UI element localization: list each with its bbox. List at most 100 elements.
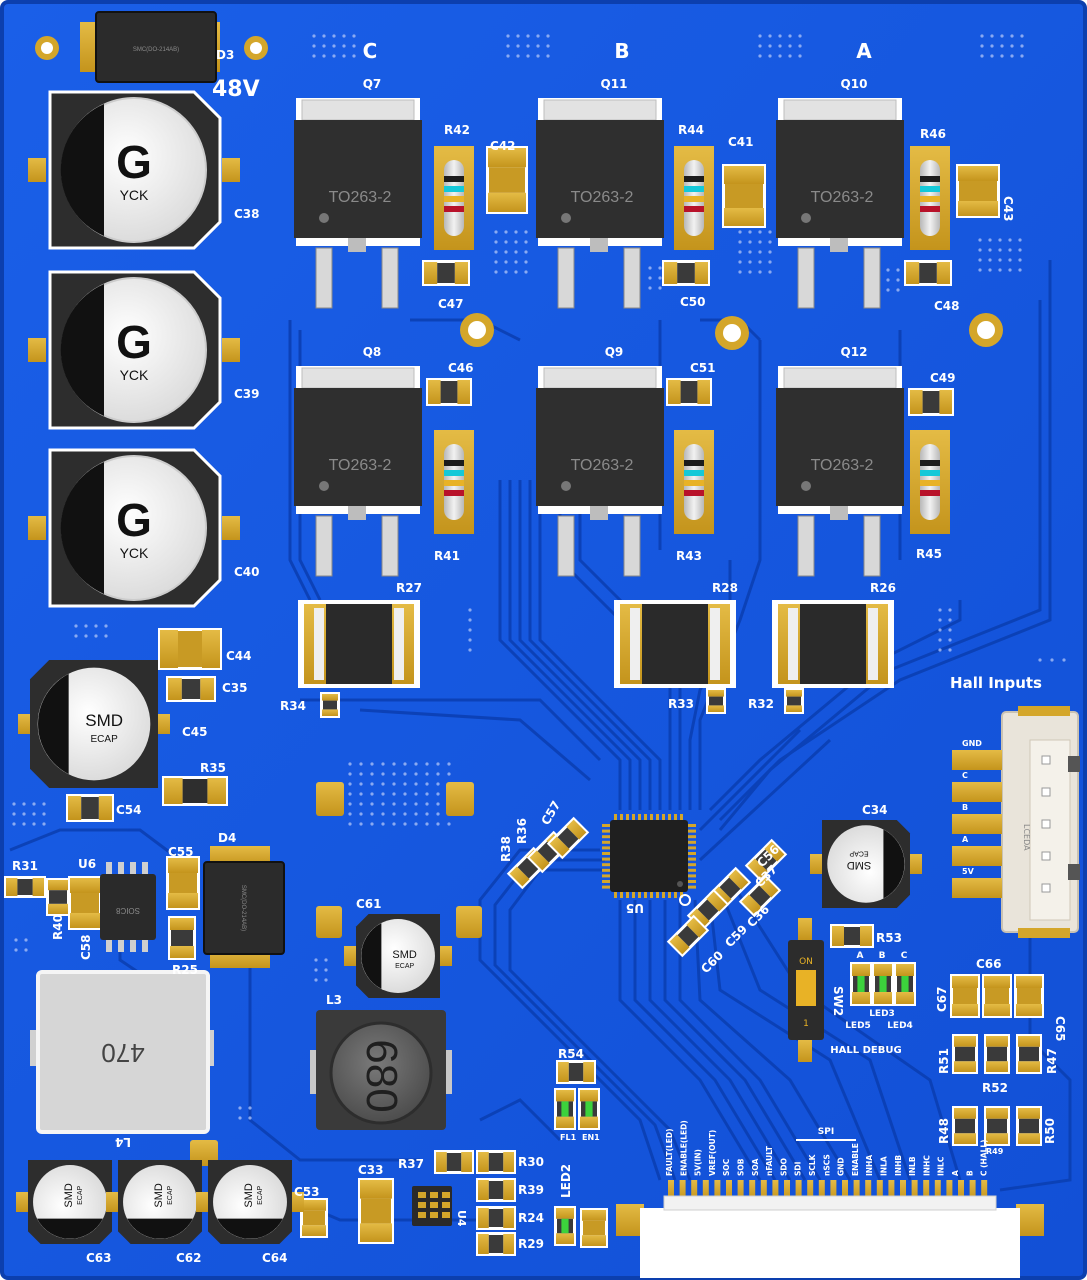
fpc-pin-label: SDI bbox=[794, 1161, 803, 1176]
fpc-connector[interactable]: SPI FAULT(LED)ENABLE(LED)5V(IN)VREF(OUT)… bbox=[616, 1120, 1044, 1278]
smd-component bbox=[580, 1208, 608, 1248]
smd-component bbox=[476, 1150, 516, 1174]
ref-r41: R41 bbox=[434, 549, 460, 563]
smd-component bbox=[1016, 1034, 1042, 1074]
smd-component bbox=[666, 378, 712, 406]
ref-r49: R49 bbox=[986, 1147, 1004, 1156]
fpc-pin-label: GND bbox=[837, 1157, 846, 1176]
smd-component bbox=[68, 876, 102, 930]
smd-component bbox=[476, 1232, 516, 1256]
ref-r45: R45 bbox=[916, 547, 942, 561]
switch-ref: SW2 bbox=[831, 986, 845, 1016]
smd-component bbox=[706, 688, 726, 714]
ref-r54: R54 bbox=[558, 1047, 584, 1061]
big-capacitor-ref: C38 bbox=[234, 207, 260, 221]
shunt-resistor-r27: R27 bbox=[298, 581, 422, 688]
hall-pin-label: 5V bbox=[962, 867, 975, 876]
inductor-l4: 470 L4 bbox=[30, 970, 214, 1149]
big-capacitor-maker: YCK bbox=[120, 367, 149, 383]
smd-component bbox=[166, 676, 216, 702]
fpc-pin-label: C (HALL) bbox=[980, 1139, 989, 1176]
ref-c51: C51 bbox=[690, 361, 716, 375]
switch-sw2[interactable]: ON 1 SW2 bbox=[788, 918, 845, 1062]
smd-component bbox=[422, 260, 470, 286]
smd-component bbox=[4, 876, 46, 898]
ecap-line1: SMD bbox=[392, 949, 417, 961]
mosfet-q8: TO263-2Q8 bbox=[294, 345, 422, 577]
smd-component bbox=[722, 164, 766, 228]
ref-r53: R53 bbox=[876, 931, 902, 945]
fpc-pin-label: SCLK bbox=[808, 1153, 817, 1176]
ref-c54: C54 bbox=[116, 803, 142, 817]
axial-resistor bbox=[434, 430, 474, 534]
phase-label-c: C bbox=[363, 39, 378, 63]
smd-component bbox=[166, 856, 200, 910]
smd-component bbox=[950, 974, 980, 1018]
switch-on-label: ON bbox=[799, 957, 813, 967]
fpc-spi-label: SPI bbox=[818, 1127, 834, 1137]
smd-component bbox=[168, 916, 196, 960]
mosfet-package: TO263-2 bbox=[571, 457, 634, 474]
smd-component bbox=[162, 776, 228, 806]
shunt-resistor-r28: R28 bbox=[614, 581, 738, 688]
fpc-pin-label: nSCS bbox=[822, 1154, 831, 1176]
smd-component bbox=[46, 878, 70, 916]
big-capacitor-ref: C40 bbox=[234, 565, 260, 579]
ic-u4: U4 bbox=[412, 1186, 468, 1227]
ref-c49: C49 bbox=[930, 371, 956, 385]
axial-resistor bbox=[910, 430, 950, 534]
fpc-pin-label: ENABLE bbox=[851, 1143, 860, 1176]
axial-resistors bbox=[434, 146, 950, 534]
fpc-pin-label: SOC bbox=[722, 1158, 731, 1176]
smd-component bbox=[872, 962, 894, 1006]
fpc-pin-label: INLB bbox=[908, 1156, 917, 1176]
diode-d4: SMC(DO-214AB) D4 bbox=[203, 831, 285, 968]
fpc-pin-label: VREF(OUT) bbox=[708, 1130, 717, 1176]
ecap-line2: ECAP bbox=[91, 734, 119, 745]
ref-r35: R35 bbox=[200, 761, 226, 775]
ecap-ref: C64 bbox=[262, 1251, 288, 1265]
ic-u6-ref: U6 bbox=[78, 857, 96, 871]
smd-component bbox=[486, 146, 528, 214]
ecap-line1: SMD bbox=[85, 711, 123, 730]
ecap-ref: C61 bbox=[356, 897, 382, 911]
fpc-pin-label: 5V(IN) bbox=[694, 1149, 703, 1176]
smd-component bbox=[744, 838, 788, 882]
smd-component bbox=[300, 1198, 328, 1238]
led3-label: LED3 bbox=[869, 1009, 895, 1019]
axial-resistor bbox=[674, 146, 714, 250]
ecap-line2: ECAP bbox=[849, 850, 868, 857]
ref-c46: C46 bbox=[448, 361, 474, 375]
fpc-pin-label: INLA bbox=[880, 1156, 889, 1176]
smd-component bbox=[426, 378, 472, 406]
hall-pin-label: GND bbox=[962, 739, 982, 748]
smd-component bbox=[850, 962, 872, 1006]
ref-c50: C50 bbox=[680, 295, 706, 309]
mosfet-q7: TO263-2Q7 bbox=[294, 77, 422, 309]
hall-connector-body: LCEDA bbox=[1022, 824, 1031, 851]
ic-u6-pkg: SOIC8 bbox=[115, 906, 140, 915]
hall-pin-label: B bbox=[962, 803, 968, 812]
ref-r36: R36 bbox=[515, 818, 529, 844]
smd-component bbox=[434, 1150, 474, 1174]
ic-u5-ref: U5 bbox=[626, 901, 644, 915]
ecap-line1: SMD bbox=[243, 1183, 255, 1208]
mosfet-package: TO263-2 bbox=[571, 189, 634, 206]
axial-resistor bbox=[910, 146, 950, 250]
smd-component bbox=[952, 1106, 978, 1146]
ref-r44: R44 bbox=[678, 123, 704, 137]
ref-r37: R37 bbox=[398, 1157, 424, 1171]
ecap-line2: ECAP bbox=[257, 1185, 264, 1204]
diode-d3: SMC(DO-214AB) D3 48V bbox=[80, 11, 260, 102]
hall-debug-leds: A B C LED3 LED5 LED4 HALL DEBUG bbox=[830, 951, 913, 1056]
ref-c65: C65 bbox=[1053, 1016, 1067, 1042]
ref-c35: C35 bbox=[222, 681, 248, 695]
ref-c41: C41 bbox=[728, 135, 754, 149]
